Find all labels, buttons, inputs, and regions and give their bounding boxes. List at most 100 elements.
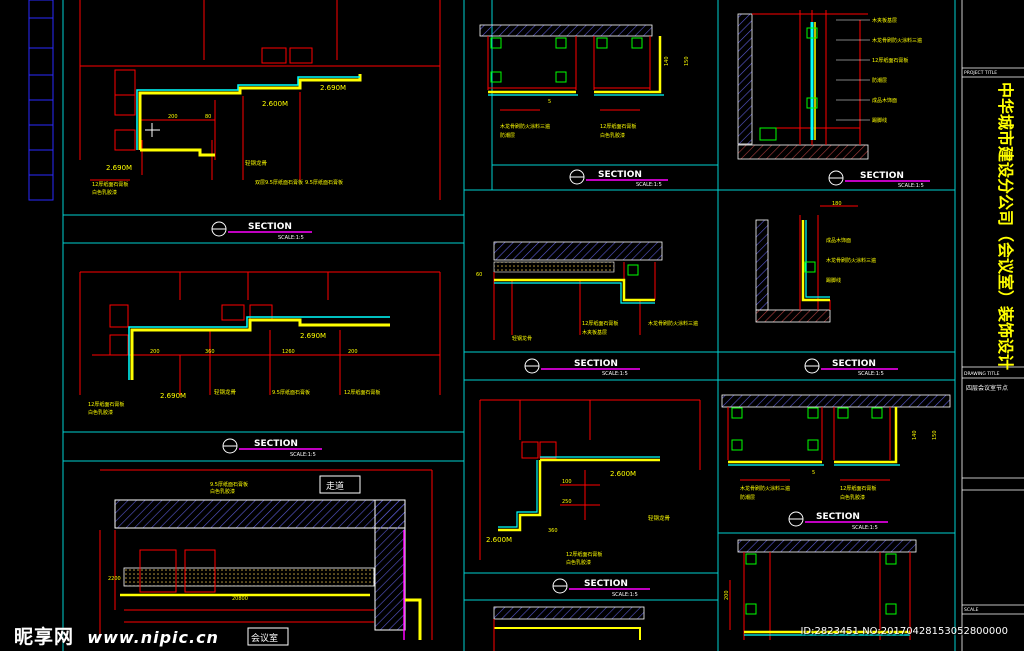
- note-2d: 9.5厚纸面石膏板: [272, 389, 310, 396]
- detail-plan: 走道 会议室 9.5厚纸面石膏板 白色乳胶漆 20800 2200: [99, 469, 433, 646]
- elev-label-8b: 2.600M: [486, 536, 512, 544]
- note-8b: 12厚纸面石膏板: [566, 551, 602, 558]
- note-4d: 白色乳胶漆: [600, 132, 625, 139]
- note-10c: 12厚纸面石膏板: [840, 485, 876, 492]
- dim-8c: 360: [548, 528, 558, 534]
- dim-4c: 5: [548, 99, 551, 105]
- note-2c: 白色乳胶漆: [88, 409, 113, 416]
- dim-2a: 200: [150, 349, 160, 355]
- watermark-url: www.nipic.cn: [87, 628, 219, 647]
- note-5e: 成品木饰面: [872, 97, 897, 104]
- section-title-7: SECTION SCALE:1:5: [804, 358, 898, 377]
- note-10a: 木龙骨刷防火涂料三遍: [740, 485, 790, 492]
- note-1d: 双层9.5厚纸面石膏板: [255, 179, 303, 186]
- note-2a: 轻钢龙骨: [214, 388, 237, 396]
- room-meeting: 会议室: [251, 632, 278, 644]
- note-5a: 木夹板基层: [872, 17, 897, 24]
- project-title-label: PROJECT TITLE: [964, 70, 997, 76]
- scale-label-2: SCALE:1:5: [290, 452, 316, 458]
- scale-label-10: SCALE:1:5: [852, 525, 878, 531]
- scale-label-4: SCALE:1:5: [636, 182, 662, 188]
- elev-label-1a: 2.600M: [262, 100, 288, 108]
- detail-section-11: 200: [724, 539, 917, 640]
- dim-10b: 150: [932, 430, 938, 440]
- dim-10a: 140: [912, 430, 918, 440]
- note-2b: 12厚纸面石膏板: [88, 401, 124, 408]
- dim-2b: 360: [205, 349, 215, 355]
- detail-section-2: 2.690M 2.690M 200 360 1260 200 轻钢龙骨 12厚纸…: [79, 271, 441, 416]
- dim-1b: 80: [205, 114, 211, 120]
- note-8a: 轻钢龙骨: [648, 514, 671, 522]
- section-title-10: SECTION SCALE:1:5: [788, 511, 888, 531]
- section-label-6: SECTION: [574, 359, 618, 369]
- scale-label-5: SCALE:1:5: [898, 183, 924, 189]
- project-name-vertical: 中华城市建设分公司（会议室）装饰设计: [996, 82, 1015, 370]
- drawing-title-label: DRAWING TITLE: [964, 371, 1000, 377]
- plan-note-b: 白色乳胶漆: [210, 488, 235, 495]
- section-title-2: SECTION SCALE:1:5: [222, 438, 322, 458]
- section-label-1: SECTION: [248, 222, 292, 232]
- section-title-6: SECTION SCALE:1:5: [524, 358, 640, 377]
- room-corridor: 走道: [326, 480, 344, 492]
- plan-dim-b: 2200: [108, 576, 121, 582]
- note-7a: 成品木饰面: [826, 237, 851, 244]
- note-4b: 防潮层: [500, 132, 515, 139]
- watermark-ids: ID:2823451 NO:20170428153052800000: [800, 626, 1008, 637]
- note-2e: 12厚纸面石膏板: [344, 389, 380, 396]
- note-1b: 12厚纸面石膏板: [92, 181, 128, 188]
- section-title-4: SECTION SCALE:1:5: [569, 169, 668, 188]
- note-6b: 木夹板基层: [582, 329, 607, 336]
- elev-label-2a: 2.690M: [300, 332, 326, 340]
- dim-8a: 100: [562, 479, 572, 485]
- note-6d: 轻钢龙骨: [512, 335, 532, 342]
- elev-label-8a: 2.600M: [610, 470, 636, 478]
- section-label-4: SECTION: [598, 170, 642, 180]
- scale-label-block: SCALE: [964, 607, 979, 613]
- scale-label-8: SCALE:1:5: [612, 592, 638, 598]
- note-5d: 防潮层: [872, 77, 887, 84]
- note-5b: 木龙骨刷防火涂料三遍: [872, 37, 922, 44]
- dim-8b: 250: [562, 499, 572, 505]
- watermark-logo-text: 昵享网: [14, 626, 75, 648]
- detail-section-10: 140 150 5 木龙骨刷防火涂料三遍 防潮层 12厚纸面石膏板 白色乳胶漆: [721, 394, 951, 501]
- note-1e: 9.5厚纸面石膏板: [305, 179, 343, 186]
- section-label-2: SECTION: [254, 439, 298, 449]
- note-1a: 轻钢龙骨: [245, 159, 268, 167]
- elev-label-1c: 2.690M: [106, 164, 132, 172]
- scale-label-6: SCALE:1:5: [602, 371, 628, 377]
- scale-label-7: SCALE:1:5: [858, 371, 884, 377]
- note-4c: 12厚纸面石膏板: [600, 123, 636, 130]
- dim-6a: 60: [476, 272, 482, 278]
- section-title-8: SECTION SCALE:1:5: [552, 578, 650, 598]
- detail-section-9-partial: [493, 606, 645, 651]
- watermark-logo: 昵享网 www.nipic.cn: [14, 622, 219, 649]
- section-label-10: SECTION: [816, 512, 860, 522]
- note-1c: 白色乳胶漆: [92, 189, 117, 196]
- note-5c: 12厚纸面石膏板: [872, 57, 908, 64]
- section-label-8: SECTION: [584, 579, 628, 589]
- note-10b: 防潮层: [740, 494, 755, 501]
- dim-11a: 200: [724, 590, 730, 600]
- detail-section-1: 2.600M 2.690M 2.690M 200 80 轻钢龙骨 12厚纸面石膏…: [79, 0, 441, 200]
- detail-section-8: 2.600M 2.600M 100 250 360 轻钢龙骨 12厚纸面石膏板 …: [479, 399, 701, 566]
- drawing-name: 四层会议室节点: [966, 384, 1008, 392]
- note-5f: 踢脚线: [872, 117, 887, 124]
- dim-4b: 150: [684, 56, 690, 66]
- detail-section-7: 180 成品木饰面 木龙骨刷防火涂料三遍 踢脚线: [755, 201, 876, 323]
- dim-10c: 5: [812, 470, 815, 476]
- note-10d: 白色乳胶漆: [840, 494, 865, 501]
- note-6c: 木龙骨刷防火涂料三遍: [648, 320, 698, 327]
- scale-label-1: SCALE:1:5: [278, 235, 304, 241]
- note-4a: 木龙骨刷防火涂料三遍: [500, 123, 550, 130]
- dim-7a: 180: [832, 201, 842, 207]
- note-7c: 踢脚线: [826, 277, 841, 284]
- section-title-5: SECTION SCALE:1:5: [828, 170, 930, 189]
- section-title-1: SECTION SCALE:1:5: [211, 221, 312, 241]
- left-title-strip: [28, 0, 54, 201]
- detail-section-4: 140 150 5 木龙骨刷防火涂料三遍 防潮层 12厚纸面石膏板 白色乳胶漆: [479, 24, 690, 139]
- detail-section-6: 12厚纸面石膏板 木夹板基层 木龙骨刷防火涂料三遍 轻钢龙骨 60: [476, 241, 698, 342]
- plan-note-a: 9.5厚纸面石膏板: [210, 481, 248, 488]
- sheet-frame: [62, 0, 956, 651]
- elev-label-1b: 2.690M: [320, 84, 346, 92]
